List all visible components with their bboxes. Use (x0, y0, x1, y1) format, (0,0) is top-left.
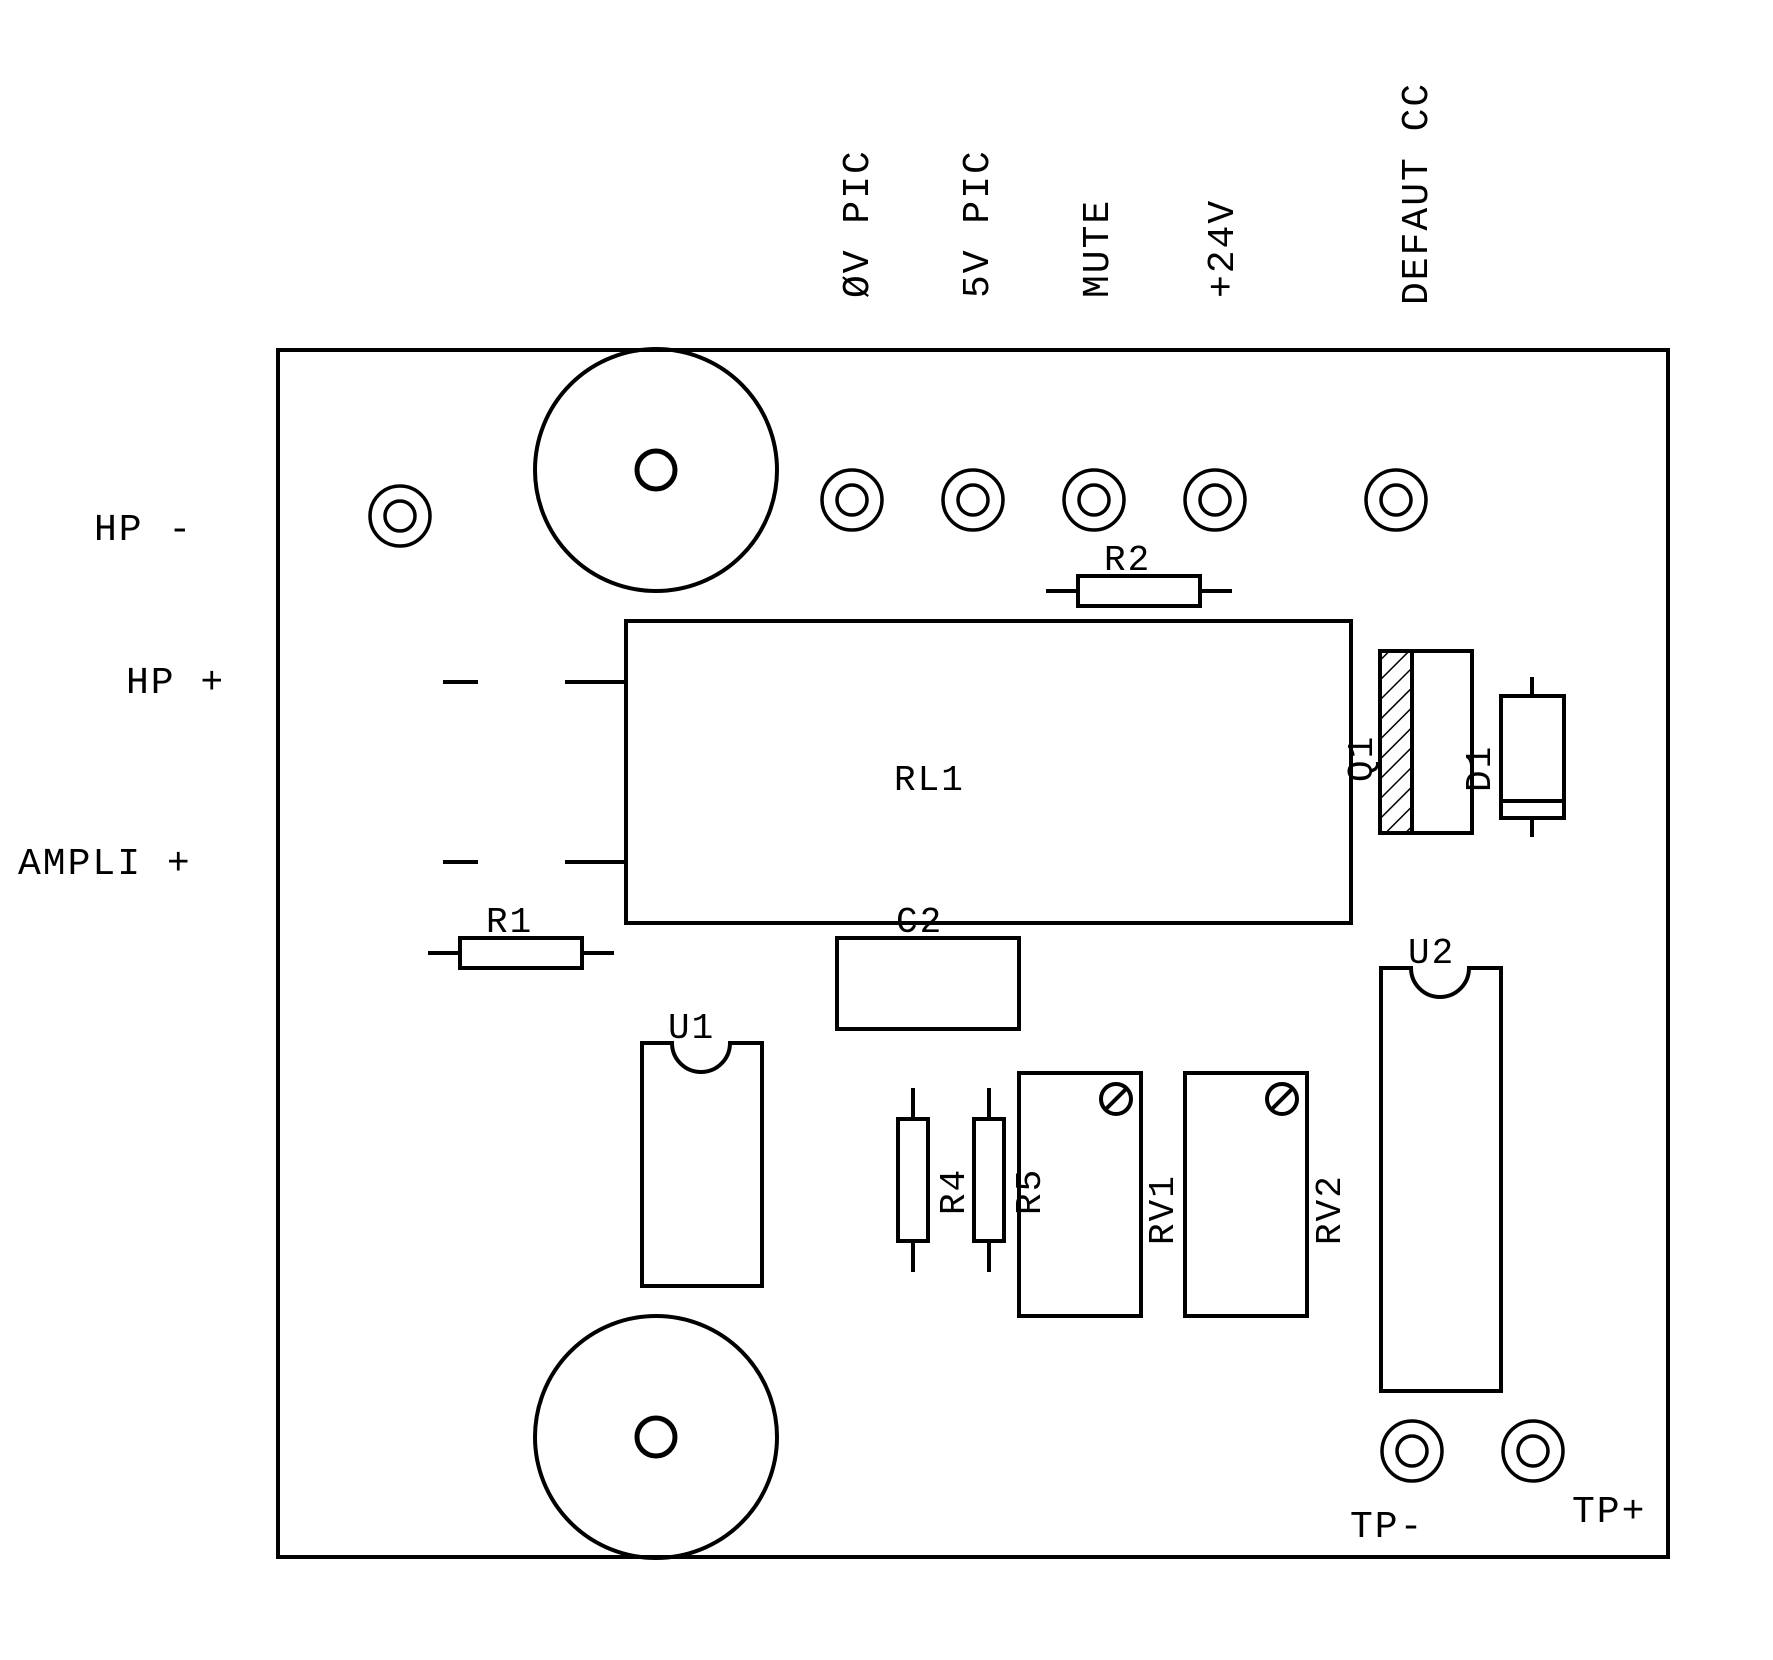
pad-tp-plus (1501, 1419, 1565, 1483)
trimmer-rv1: RV1 (1017, 1071, 1184, 1318)
relay-rl1: RL1 (443, 619, 1353, 925)
label-mute: MUTE (1077, 199, 1120, 298)
label-plus24v: +24V (1202, 199, 1245, 298)
board-outline (276, 348, 1670, 1559)
mounting-hole-bottom (533, 1314, 779, 1560)
ref-r4: R4 (934, 1168, 975, 1215)
top-connector-labels: ØV PIC 5V PIC MUTE +24V DEFAUT CC (837, 82, 1439, 305)
pad-5v-pic (941, 468, 1005, 532)
ref-q1: Q1 (1342, 735, 1383, 782)
ic-u1: U1 (640, 1008, 764, 1288)
ref-u2: U2 (1408, 933, 1455, 974)
label-hp-plus: HP + (126, 662, 225, 705)
capacitor-c2: C2 (835, 902, 1021, 1031)
label-ampli-plus: AMPLI + (18, 843, 192, 886)
ref-d1: D1 (1460, 745, 1501, 792)
pad-plus24v (1183, 468, 1247, 532)
label-tp-minus: TP- (1350, 1506, 1424, 1549)
diode-d1: D1 (1460, 677, 1566, 837)
pad-hp-minus (368, 484, 432, 548)
trimmer-rv2: RV2 (1183, 1071, 1351, 1318)
label-ov-pic: ØV PIC (837, 149, 880, 298)
pad-ov-pic (820, 468, 884, 532)
label-tp-plus: TP+ (1572, 1491, 1646, 1534)
resistor-r2: R2 (1046, 540, 1232, 608)
pad-defaut-cc (1364, 468, 1428, 532)
resistor-r1: R1 (428, 902, 614, 970)
transistor-q1: Q1 (1342, 649, 1474, 835)
ref-r2: R2 (1104, 540, 1151, 581)
ref-rv2: RV2 (1310, 1174, 1351, 1245)
mounting-hole-top (533, 347, 779, 593)
resistor-r4: R4 (896, 1088, 975, 1272)
label-5v-pic: 5V PIC (957, 149, 1000, 298)
label-hp-minus: HP - (94, 509, 193, 552)
ref-r5: R5 (1010, 1168, 1051, 1215)
ref-rv1: RV1 (1143, 1174, 1184, 1245)
label-defaut-cc: DEFAUT CC (1396, 82, 1439, 305)
left-connector-labels: HP - HP + AMPLI + (18, 509, 225, 886)
ic-u2: U2 (1379, 933, 1503, 1393)
pad-tp-minus (1380, 1419, 1444, 1483)
resistor-r5: R5 (972, 1088, 1051, 1272)
pad-mute (1062, 468, 1126, 532)
ref-rl1: RL1 (894, 760, 965, 801)
ref-c2: C2 (896, 902, 943, 943)
ref-u1: U1 (668, 1008, 715, 1049)
ref-r1: R1 (486, 902, 533, 943)
